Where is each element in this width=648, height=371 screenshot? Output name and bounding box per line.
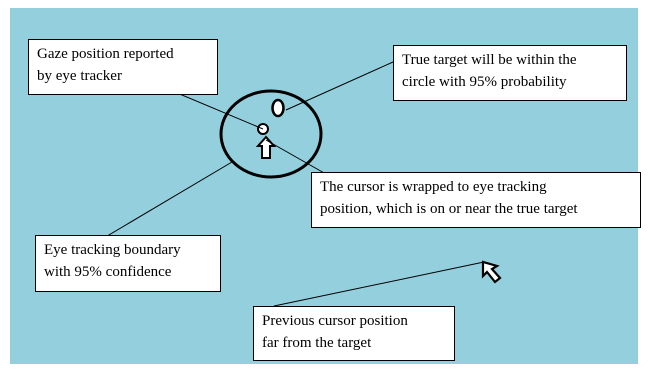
callout-boundary-line-2: with 95% confidence bbox=[44, 264, 172, 280]
callout-target-line-2: circle with 95% probability bbox=[402, 74, 567, 90]
previous-cursor-icon bbox=[481, 260, 502, 284]
callout-true-target: True target will be within the circle wi… bbox=[393, 45, 627, 101]
callout-cursor-line-2: position, which is on or near the true t… bbox=[320, 201, 578, 217]
leader-boundary bbox=[91, 161, 233, 246]
confidence-boundary-ellipse bbox=[219, 89, 323, 179]
leader-previous bbox=[273, 261, 485, 307]
callout-previous-line-1: Previous cursor position bbox=[262, 313, 408, 329]
callout-boundary-line-1: Eye tracking boundary bbox=[44, 242, 181, 258]
callout-cursor-wrapped: The cursor is wrapped to eye tracking po… bbox=[311, 172, 641, 228]
callout-gaze-position: Gaze position reported by eye tracker bbox=[28, 39, 218, 95]
callout-target-line-1: True target will be within the bbox=[402, 52, 577, 68]
callout-previous-line-2: far from the target bbox=[262, 335, 372, 351]
callout-gaze-line-2: by eye tracker bbox=[37, 68, 122, 84]
callout-previous-cursor: Previous cursor position far from the ta… bbox=[253, 306, 455, 361]
leader-target bbox=[285, 61, 394, 111]
true-target-icon bbox=[271, 98, 285, 118]
callout-gaze-line-1: Gaze position reported bbox=[37, 46, 174, 62]
callout-tracking-boundary: Eye tracking boundary with 95% confidenc… bbox=[35, 235, 221, 292]
callout-cursor-line-1: The cursor is wrapped to eye tracking bbox=[320, 179, 547, 195]
